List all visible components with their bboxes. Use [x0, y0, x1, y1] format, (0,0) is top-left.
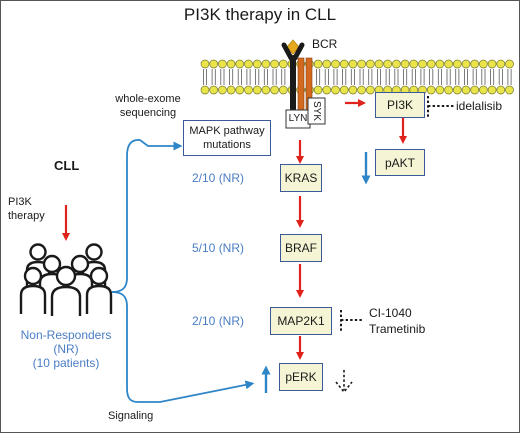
- idelalisib-inhibition: [427, 96, 454, 118]
- cd79a-bar: [297, 57, 305, 117]
- arrow-to-perk: [138, 380, 255, 403]
- mapk-mutations-box: MAPK pathway mutations: [183, 120, 271, 156]
- pi3k-node: PI3K: [375, 92, 425, 118]
- ci1040-label: CI-1040: [369, 306, 412, 320]
- non-responders-label: Non-Responders: [20, 328, 112, 342]
- bracket-upper: [111, 139, 139, 293]
- patient-count-label: (10 patients): [32, 356, 100, 370]
- braf-count: 5/10 (NR): [192, 241, 245, 255]
- pi3k-therapy-label-1: PI3K: [8, 196, 32, 208]
- mek-inhibition: [340, 310, 364, 332]
- mapk-box-line2: mutations: [203, 139, 251, 151]
- map2k1-count: 2/10 (NR): [192, 314, 245, 328]
- antigen-diamond: [286, 39, 300, 55]
- bracket-lower: [111, 291, 139, 403]
- arrow-to-mapk-box: [138, 139, 183, 151]
- kras-count: 2/10 (NR): [192, 171, 245, 185]
- pakt-node: pAKT: [375, 149, 425, 176]
- map2k1-node: MAP2K1: [270, 307, 332, 335]
- bcr-label: BCR: [312, 37, 338, 51]
- patients-icon: [19, 243, 113, 316]
- idelalisib-label: idelalisib: [456, 99, 503, 113]
- bcr-receptor: [281, 42, 305, 113]
- wes-label-2: sequencing: [119, 107, 177, 119]
- syk-box: [307, 97, 326, 125]
- syk-label: SYK: [311, 101, 322, 121]
- cll-label: CLL: [54, 158, 80, 173]
- perk-node: pERK: [279, 363, 323, 391]
- mapk-box-line1: MAPK pathway: [189, 125, 265, 137]
- signaling-label: Signaling: [108, 410, 154, 422]
- kras-node: KRAS: [280, 164, 322, 192]
- pi3k-therapy-label-2: therapy: [8, 210, 45, 222]
- nr-abbrev-label: (NR): [53, 342, 79, 356]
- dashed-downstream-arrow: [335, 370, 353, 394]
- wes-label-1: whole-exome: [115, 93, 181, 105]
- lyn-label: LYN: [288, 113, 308, 124]
- diagram-title: PI3K therapy in CLL: [183, 5, 337, 24]
- trametinib-label: Trametinib: [369, 322, 426, 336]
- braf-node: BRAF: [280, 234, 322, 262]
- cell-membrane: [200, 59, 514, 95]
